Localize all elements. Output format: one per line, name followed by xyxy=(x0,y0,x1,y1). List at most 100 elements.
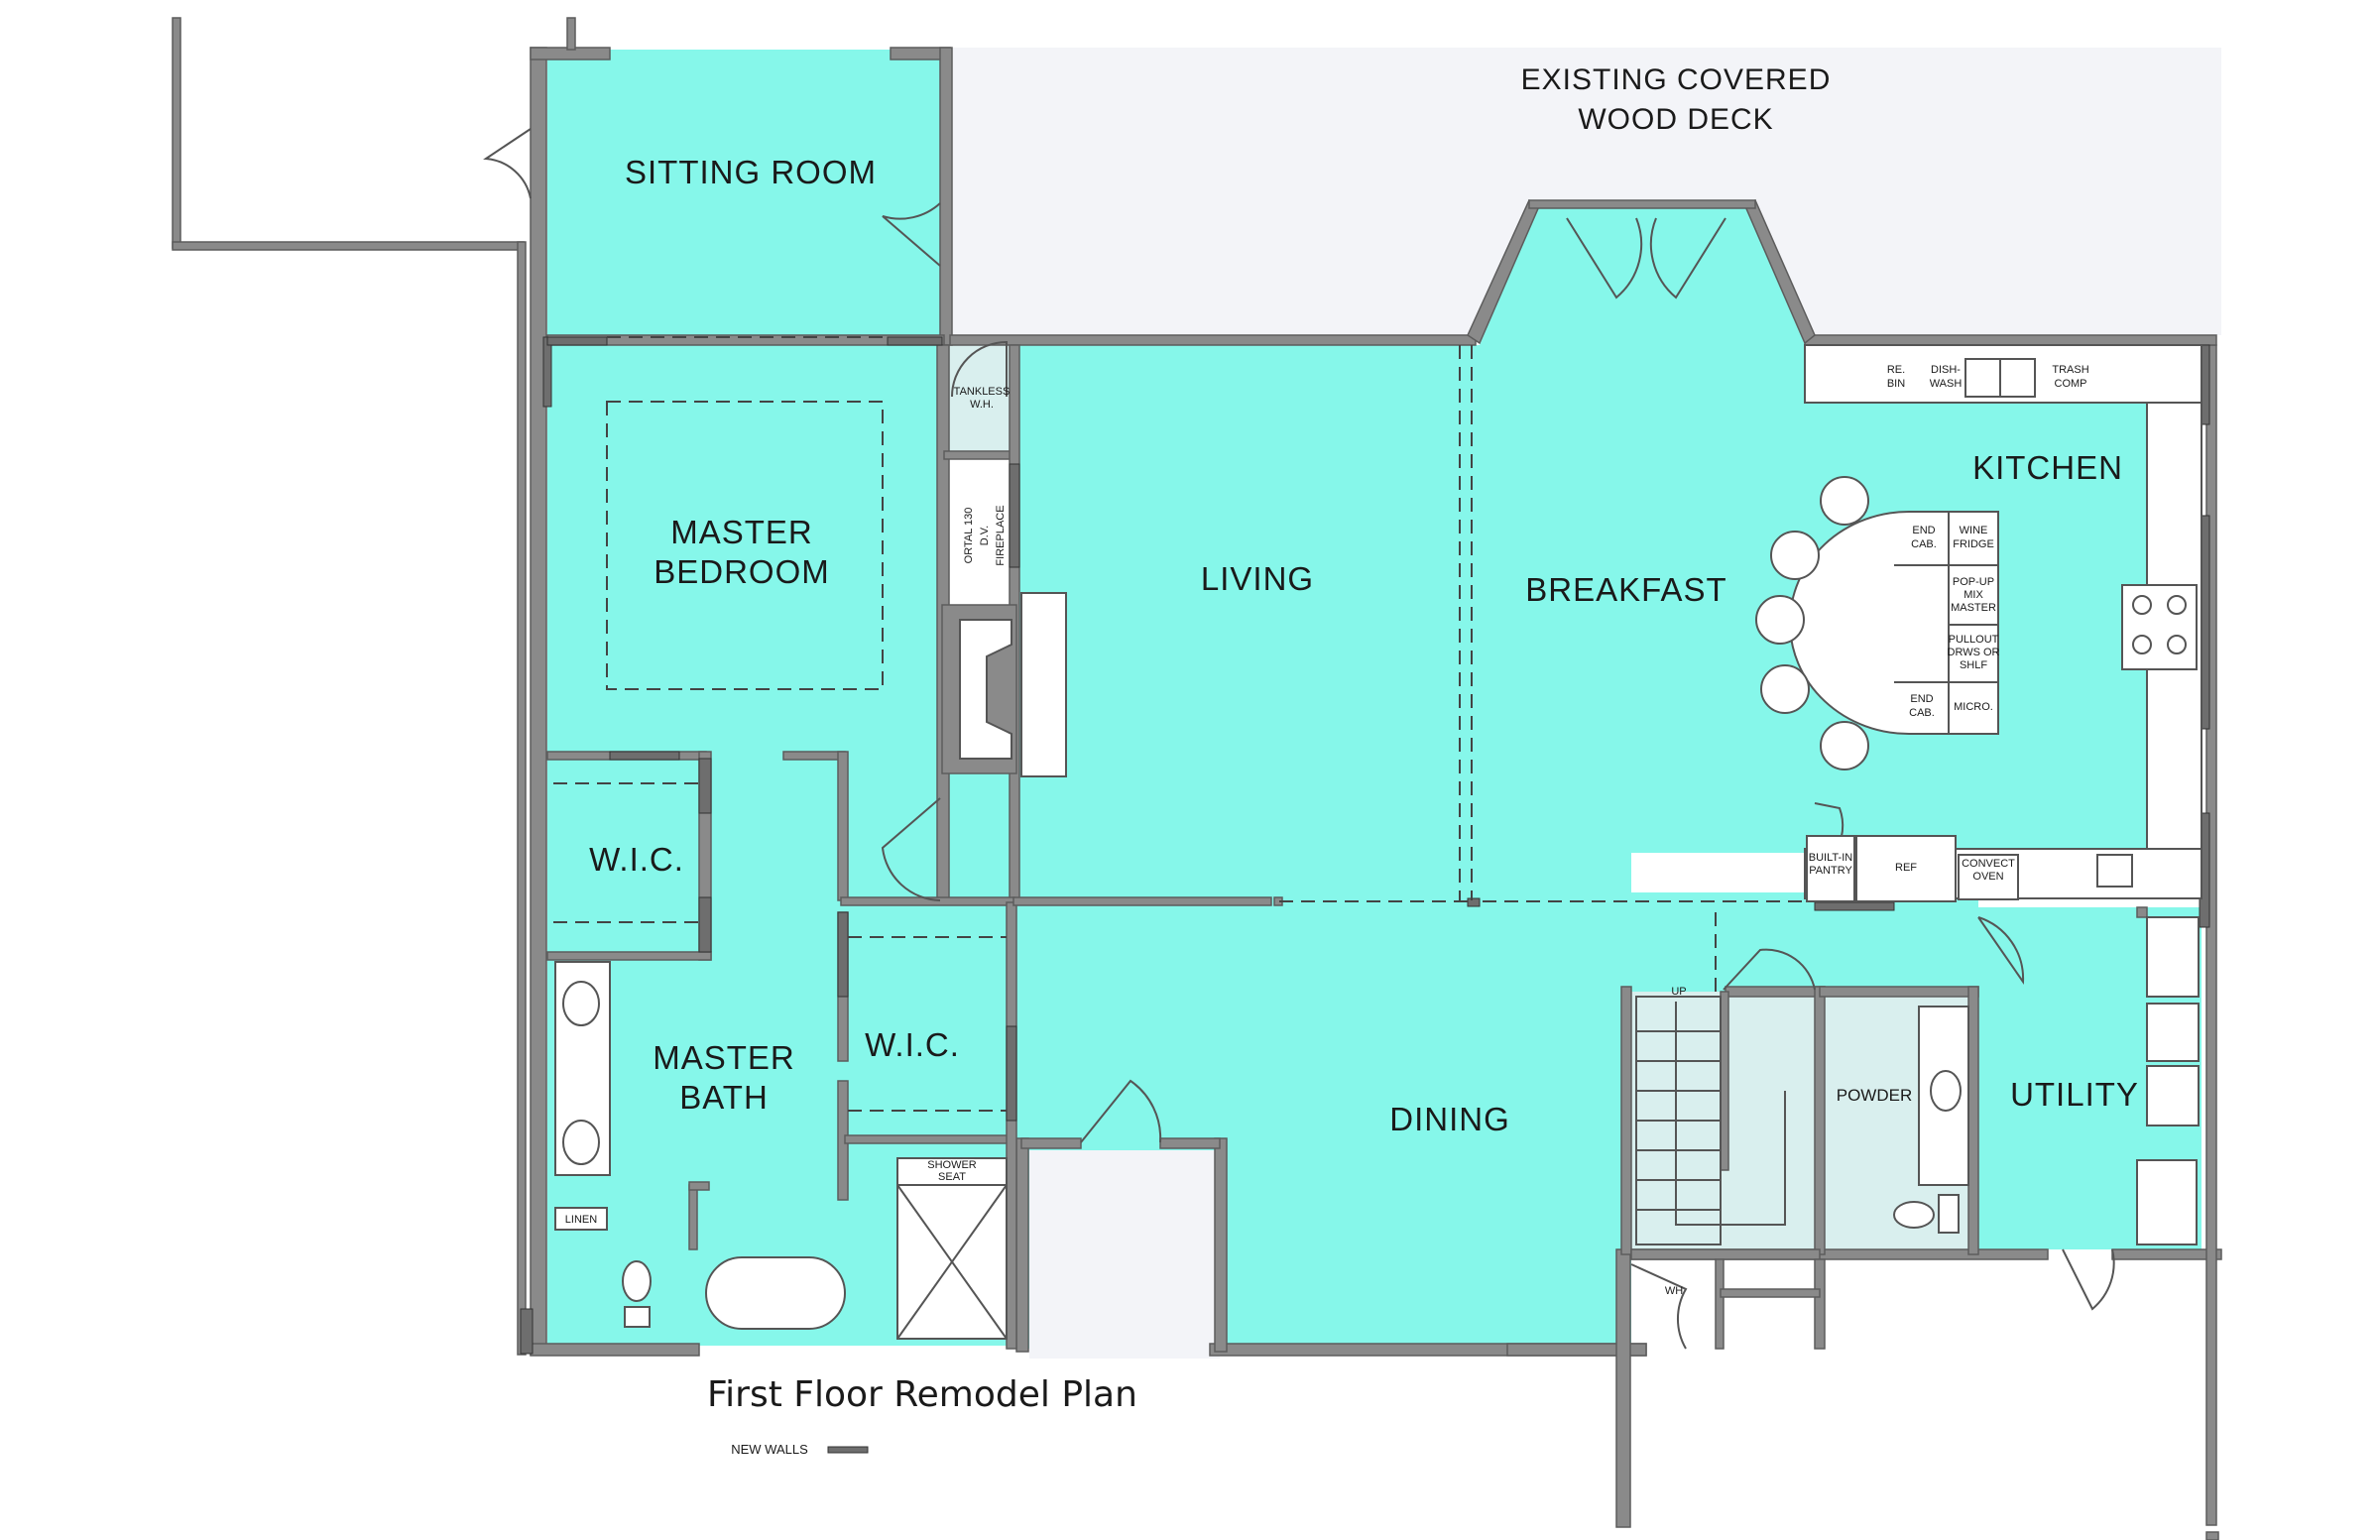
fixture-label: SHOWER xyxy=(927,1159,977,1171)
fixture-label: RE. xyxy=(1887,364,1905,376)
covered-deck-area xyxy=(950,48,2221,335)
fixture-label: TRASH xyxy=(2052,364,2088,376)
fixture-label: MIX xyxy=(1964,589,1983,601)
wall xyxy=(844,1134,1014,1144)
fixture-label: W.H. xyxy=(970,399,994,411)
fixture-label: UP xyxy=(1671,986,1686,998)
wall xyxy=(566,17,576,51)
new-wall xyxy=(520,1308,534,1355)
tankless-closet xyxy=(947,345,1016,456)
sitting-room-area xyxy=(547,50,946,337)
new-wall xyxy=(887,336,943,346)
door-swing xyxy=(951,340,1008,398)
door-swing xyxy=(483,128,532,199)
fixture-label: MICRO. xyxy=(1954,701,1993,713)
wall xyxy=(949,334,1477,346)
room-label: W.I.C. xyxy=(865,1026,960,1063)
new-wall xyxy=(698,758,712,814)
fixture-label: LINEN xyxy=(565,1214,597,1226)
bar-sink xyxy=(2096,854,2133,888)
fixture-label: POP-UP xyxy=(1953,576,1994,588)
plan-title: First Floor Remodel Plan xyxy=(707,1374,1137,1415)
door-swing xyxy=(1566,217,1643,299)
fixture-label: CAB. xyxy=(1909,707,1935,719)
fixture-label: BIN xyxy=(1887,378,1905,390)
utility-cabinet xyxy=(2136,1159,2198,1245)
burner xyxy=(2132,635,2152,654)
fixture-label: FIREPLACE xyxy=(995,505,1007,565)
room-label: MASTER xyxy=(670,514,813,550)
wall xyxy=(2205,1531,2219,1540)
fixture-label: BUILT-IN xyxy=(1809,852,1852,864)
room-label: EXISTING COVERED xyxy=(1521,63,1832,96)
entry-area xyxy=(1029,1150,1220,1359)
fixture-label: REF xyxy=(1895,862,1917,874)
wall xyxy=(530,47,547,1356)
bar-stool xyxy=(1760,664,1810,714)
wall xyxy=(1814,1258,1826,1350)
wall xyxy=(782,751,846,761)
new-wall xyxy=(837,911,849,998)
fixture-label: FRIDGE xyxy=(1953,538,1994,550)
room-label: BATH xyxy=(679,1079,769,1116)
wall xyxy=(1967,986,1979,1255)
shower-cross xyxy=(896,1184,1008,1340)
bar-stool xyxy=(1820,476,1869,526)
shower-seat-box xyxy=(896,1157,1008,1186)
new-wall xyxy=(542,336,552,408)
wall xyxy=(1615,1248,1631,1528)
fixture-label: DISH- xyxy=(1931,364,1961,376)
washer xyxy=(2146,1003,2200,1062)
door-swing xyxy=(881,797,941,901)
wall xyxy=(172,17,181,249)
room-label: WOOD DECK xyxy=(1578,103,1773,136)
fixture-label: CAB. xyxy=(1911,538,1937,550)
fixture-label: WH xyxy=(1665,1285,1683,1297)
cooktop xyxy=(2121,584,2198,670)
room-label: LIVING xyxy=(1201,560,1314,597)
fireplace-label: ORTAL 130 D.V. FIREPLACE xyxy=(963,505,1007,565)
fixture-label: WINE xyxy=(1960,525,1988,536)
wall xyxy=(1528,199,1756,209)
hall-area xyxy=(1631,892,1978,992)
room-label: SITTING ROOM xyxy=(625,154,877,190)
wall xyxy=(172,241,525,251)
fireplace-firebox xyxy=(959,619,1012,760)
bar-stool xyxy=(1820,721,1869,770)
room-label: BREAKFAST xyxy=(1525,571,1726,608)
new-wall xyxy=(1814,901,1895,911)
wall xyxy=(1819,986,1979,998)
room-label: BEDROOM xyxy=(654,553,830,590)
fixture-label: END xyxy=(1910,693,1933,705)
wall xyxy=(1020,1137,1082,1149)
bar-stool xyxy=(1770,531,1820,580)
wall xyxy=(837,751,849,901)
burner xyxy=(2167,595,2187,615)
room-label: W.I.C. xyxy=(589,841,684,878)
door-swing xyxy=(1080,1079,1162,1143)
fixture-label: SHLF xyxy=(1960,659,1987,671)
wall xyxy=(1715,1258,1725,1350)
door-swing xyxy=(1630,1263,1688,1350)
wall xyxy=(1814,986,1826,1255)
wall xyxy=(546,951,712,961)
fixture-label: CONVECT xyxy=(1962,858,2015,870)
wall xyxy=(1720,1288,1821,1298)
powder-toilet-tank xyxy=(1938,1194,1960,1234)
fixture-label: DRWS OR xyxy=(1948,647,2000,658)
ceiling-tray-outline xyxy=(606,401,884,690)
wall xyxy=(1720,991,1729,1171)
room-label: POWDER xyxy=(1837,1086,1913,1105)
fixture-label: WASH xyxy=(1930,378,1963,390)
wall xyxy=(1725,986,1826,998)
fixture-label: PANTRY xyxy=(1809,865,1852,877)
powder-toilet-bowl xyxy=(1893,1201,1935,1229)
wall xyxy=(517,241,527,1356)
linen-closet xyxy=(554,1207,608,1231)
wall xyxy=(1620,986,1632,1255)
wall xyxy=(1012,896,1272,906)
convect-oven-unit xyxy=(1958,854,2019,900)
door-swing xyxy=(1723,948,1816,991)
pantry-unit xyxy=(1806,835,1855,902)
